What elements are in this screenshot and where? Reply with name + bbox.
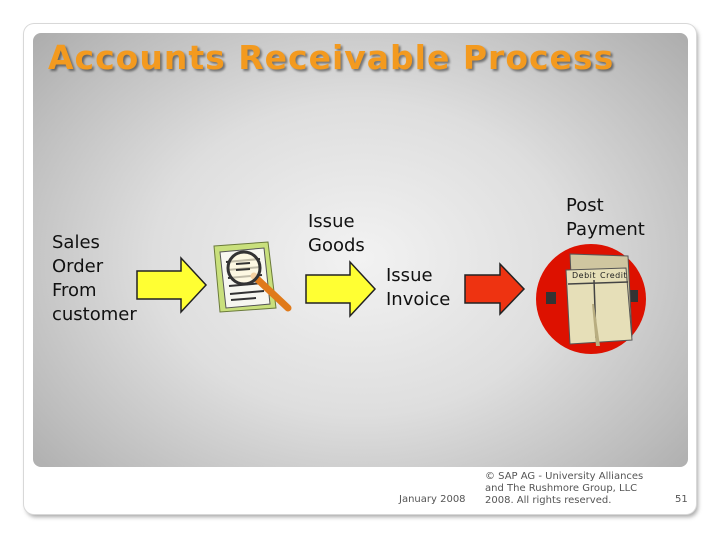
document-magnifier-icon xyxy=(213,241,292,313)
footer-date: January 2008 xyxy=(399,494,466,505)
label-line: Issue xyxy=(386,265,433,286)
process-arrow-1 xyxy=(136,256,208,314)
copyright-line: © SAP AG - University Alliances xyxy=(485,471,644,482)
label-line: Post xyxy=(566,195,604,216)
label-line: Payment xyxy=(566,219,645,240)
copyright-line: 2008. All rights reserved. xyxy=(485,495,612,506)
issue-invoice-label: Issue Invoice xyxy=(386,264,450,312)
label-line: Order xyxy=(52,256,104,277)
ledger-credit-label: Credit xyxy=(600,271,628,280)
label-line: customer xyxy=(52,304,137,325)
sales-order-label: Sales Order From customer xyxy=(52,231,137,327)
copyright-line: and The Rushmore Group, LLC xyxy=(485,483,638,494)
issue-goods-label: Issue Goods xyxy=(308,210,365,258)
ledger-folder-icon xyxy=(536,244,646,354)
label-line: Issue xyxy=(308,211,355,232)
label-line: Invoice xyxy=(386,289,451,310)
process-arrow-2 xyxy=(305,260,377,318)
label-line: Sales xyxy=(52,232,100,253)
slide-title: Accounts Receivable Process xyxy=(48,38,615,77)
label-line: Goods xyxy=(308,235,365,256)
ledger-debit-label: Debit xyxy=(572,271,597,280)
footer-copyright: © SAP AG - University Alliances and The … xyxy=(485,471,643,507)
post-payment-label: Post Payment xyxy=(566,194,645,242)
process-arrow-3 xyxy=(464,262,526,316)
label-line: From xyxy=(52,280,97,301)
page-number: 51 xyxy=(675,494,688,505)
